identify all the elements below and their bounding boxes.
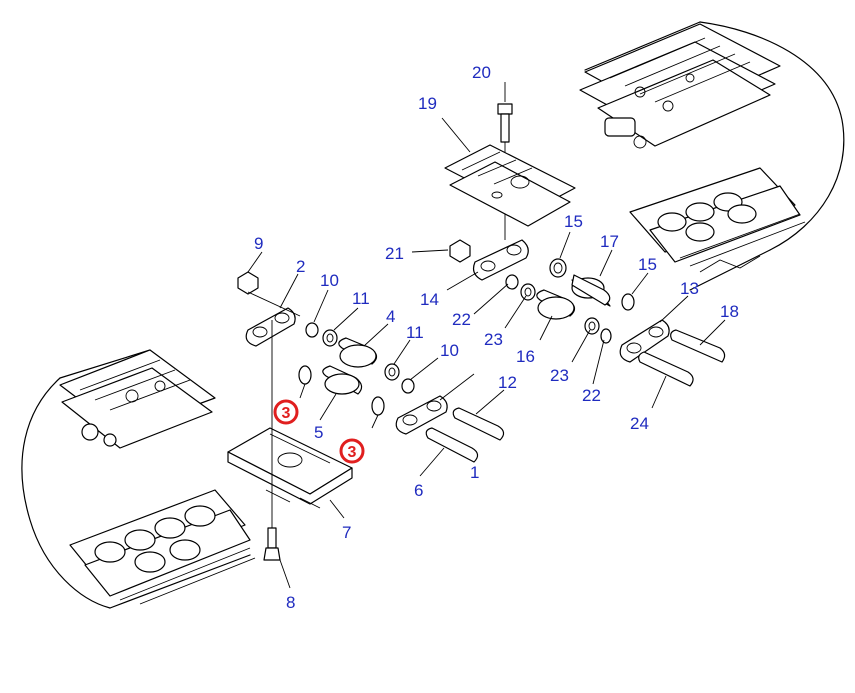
callout-12: 12 xyxy=(498,373,517,392)
callout-10-upper: 10 xyxy=(320,271,339,290)
track-loop-right xyxy=(579,21,845,291)
bushing-4 xyxy=(338,337,378,368)
link-2 xyxy=(245,291,301,347)
seal-3-left xyxy=(298,365,312,399)
pin-12 xyxy=(452,407,505,441)
callout-14: 14 xyxy=(420,290,439,309)
callout-6: 6 xyxy=(414,481,423,500)
callout-7: 7 xyxy=(342,523,351,542)
callout-15-upper: 15 xyxy=(564,212,583,231)
callout-22-lower: 22 xyxy=(582,386,601,405)
washer-10-upper xyxy=(305,322,319,338)
pin-18 xyxy=(670,329,726,363)
callout-21: 21 xyxy=(385,244,404,263)
highlight-callout-3-left: 3 xyxy=(273,399,299,425)
leader-lines xyxy=(247,82,726,589)
link-14 xyxy=(472,239,529,281)
bushing-5 xyxy=(322,365,363,395)
spacer-22-lower xyxy=(600,328,612,344)
callout-13: 13 xyxy=(680,279,699,298)
track-link-group-left-lower xyxy=(69,489,256,605)
callout-16: 16 xyxy=(516,347,535,366)
highlight-callout-3-left-label: 3 xyxy=(282,405,291,422)
callout-11-upper: 11 xyxy=(352,289,370,308)
nut-21 xyxy=(449,239,471,263)
pin-6 xyxy=(425,427,479,463)
callout-5: 5 xyxy=(314,423,323,442)
nut-9 xyxy=(237,271,259,295)
track-shoe-group-right-upper xyxy=(579,23,781,149)
callout-20: 20 xyxy=(472,63,491,82)
link-13 xyxy=(619,319,670,363)
seal-3-right xyxy=(371,396,385,429)
seal-15-upper xyxy=(549,258,567,278)
washer-11-upper xyxy=(322,329,338,347)
callout-19: 19 xyxy=(418,94,437,113)
callout-15-right: 15 xyxy=(638,255,657,274)
track-shoe-group-left-upper xyxy=(59,349,216,449)
callout-labels: 1 2 4 5 6 7 8 9 10 10 11 11 12 13 14 15 … xyxy=(254,63,739,612)
bushing-16 xyxy=(536,289,576,320)
callout-2: 2 xyxy=(296,257,305,276)
callout-24: 24 xyxy=(630,414,649,433)
seal-15-right xyxy=(621,293,635,311)
track-shoe-19 xyxy=(444,144,576,227)
callout-22-upper: 22 xyxy=(452,310,471,329)
spacer-22-upper xyxy=(505,274,519,290)
callout-8: 8 xyxy=(286,593,295,612)
link-1 xyxy=(395,395,448,435)
callout-17: 17 xyxy=(600,232,619,251)
pin-24 xyxy=(638,351,694,387)
highlight-callout-3-right: 3 xyxy=(339,438,365,464)
spacer-23-lower xyxy=(584,317,600,335)
spacer-23-upper xyxy=(520,283,536,301)
track-shoe-7 xyxy=(227,427,353,509)
callout-4: 4 xyxy=(386,307,395,326)
callout-10-lower: 10 xyxy=(440,341,459,360)
callout-9: 9 xyxy=(254,234,263,253)
callout-23-upper: 23 xyxy=(484,330,503,349)
washer-11-lower xyxy=(384,363,400,381)
callout-18: 18 xyxy=(720,302,739,321)
track-link-group-right-lower xyxy=(629,167,806,273)
washer-10-lower xyxy=(401,378,415,394)
callout-23-lower: 23 xyxy=(550,366,569,385)
track-loop-left xyxy=(21,349,256,609)
callout-1: 1 xyxy=(470,463,479,482)
highlight-callout-3-right-label: 3 xyxy=(348,444,357,461)
callout-11-lower: 11 xyxy=(406,323,424,342)
bushing-17 xyxy=(571,274,611,307)
